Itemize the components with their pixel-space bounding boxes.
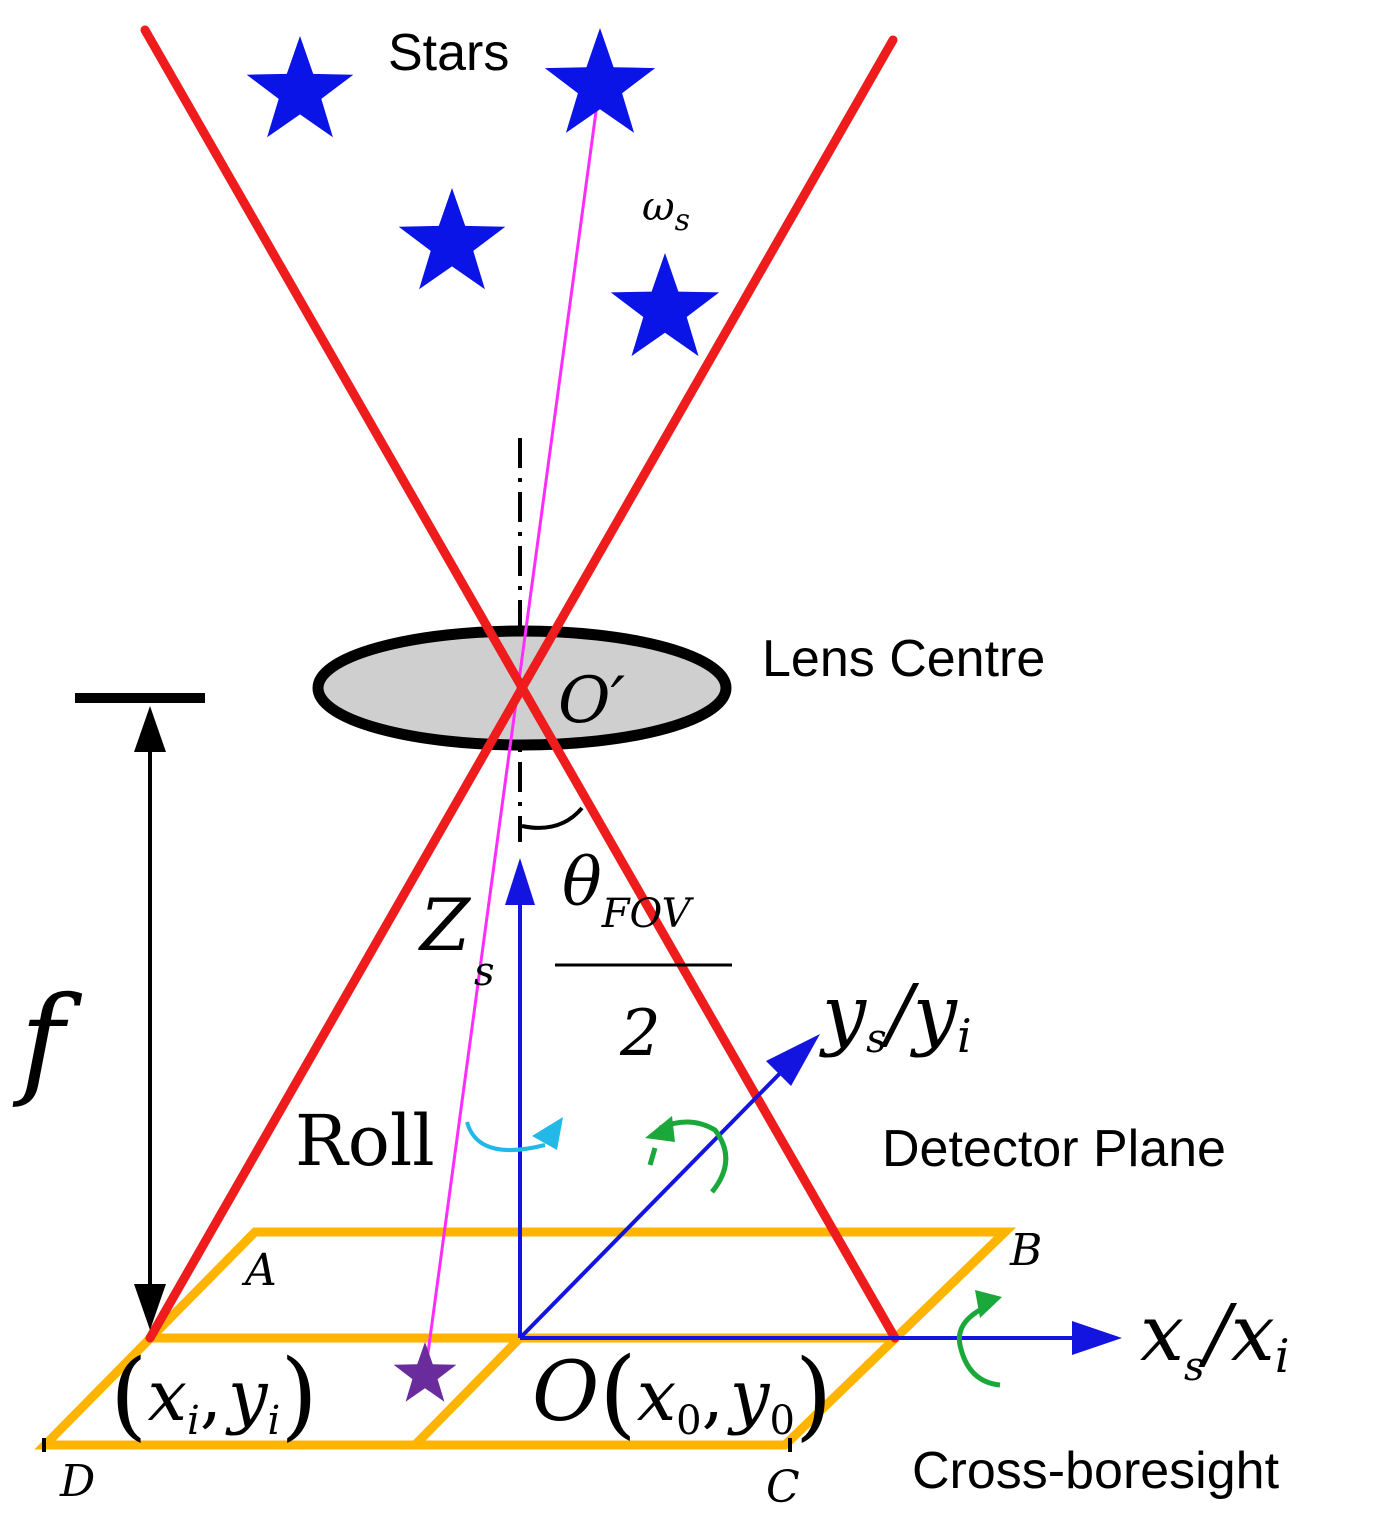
fov-boundary — [140, 25, 900, 1343]
y-rotation-arrow — [645, 1116, 729, 1194]
fov-half-angle-label: θFOV 2 — [555, 844, 732, 1071]
point-i-open-paren: ( — [110, 1339, 147, 1451]
stars-label: Stars — [388, 24, 509, 82]
point-i-close-paren: ) — [280, 1339, 317, 1451]
x-symbol: x — [1140, 1289, 1184, 1379]
point-i-label: (xi,yi) — [110, 1339, 318, 1451]
theta-numerator: θFOV — [562, 844, 695, 937]
origin-y: y — [727, 1355, 771, 1437]
y-slash: /y — [880, 969, 958, 1059]
z-subscript: s — [474, 949, 495, 995]
point-i-x: x — [147, 1355, 186, 1437]
coordinate-axes — [505, 858, 1122, 1355]
x-axis-arrowhead — [1072, 1321, 1122, 1355]
fov-angle-arc — [521, 806, 584, 830]
lens-point-label: O′ — [558, 664, 625, 738]
omega-label: ωs — [642, 184, 690, 238]
y-subscript-s: s — [866, 1016, 887, 1062]
corner-b-label: B — [1009, 1225, 1042, 1276]
origin-o: O — [532, 1345, 599, 1440]
y-axis — [518, 1056, 797, 1340]
theta-denominator: 2 — [619, 997, 661, 1071]
y-axis-label: ys/yi — [819, 969, 972, 1063]
theta-subscript: FOV — [601, 891, 695, 937]
y-symbol: y — [819, 969, 867, 1059]
point-i-y-subscript: i — [268, 1398, 281, 1444]
focal-length-dimension — [75, 693, 205, 1330]
point-i-comma: , — [200, 1355, 222, 1437]
x-rotation-arrow — [956, 1290, 1002, 1388]
corner-d-label: D — [59, 1456, 95, 1507]
star-group — [246, 28, 720, 1402]
origin-comma: , — [702, 1355, 724, 1437]
detector-mid-slant — [411, 1334, 524, 1449]
origin-label: O(x0,y0) — [532, 1337, 832, 1451]
origin-close-paren: ) — [795, 1339, 832, 1451]
detector-plane-label: Detector Plane — [882, 1120, 1226, 1178]
theta-symbol: θ — [562, 844, 602, 921]
y-subscript-i: i — [957, 1009, 972, 1063]
focal-arrowhead-bottom — [134, 1284, 166, 1330]
detector-outline — [34, 1227, 1017, 1450]
point-i-x-subscript: i — [187, 1398, 200, 1444]
omega-symbol: ω — [642, 184, 675, 230]
z-axis-arrowhead — [505, 858, 535, 905]
origin-y-subscript: 0 — [769, 1398, 794, 1444]
roll-rotation-arrow — [465, 1117, 563, 1153]
star-4 — [610, 253, 720, 357]
point-i-y: y — [225, 1355, 269, 1437]
star-3 — [398, 188, 506, 290]
x-axis-label: xs/xi — [1140, 1289, 1290, 1390]
cross-boresight-label: Cross-boresight — [912, 1442, 1280, 1500]
lens-centre-label: Lens Centre — [762, 630, 1045, 688]
focal-length-label: f — [12, 972, 83, 1111]
y-axis-arrowhead — [766, 1034, 820, 1086]
roll-label: Roll — [295, 1100, 435, 1182]
star-ray — [423, 81, 602, 1376]
fov-line-right — [145, 35, 898, 1343]
x-subscript-i: i — [1275, 1329, 1290, 1383]
origin-x-subscript: 0 — [676, 1398, 701, 1444]
origin-x: x — [637, 1355, 676, 1437]
projected-star — [393, 1342, 457, 1402]
z-axis-label: Zs — [418, 883, 495, 995]
x-subscript-s: s — [1184, 1344, 1205, 1390]
omega-subscript: s — [675, 203, 690, 238]
corner-c-label: C — [766, 1462, 800, 1513]
origin-open-paren: ( — [599, 1337, 636, 1449]
x-slash: /x — [1198, 1289, 1275, 1379]
star-2 — [544, 28, 656, 133]
z-symbol: Z — [418, 883, 472, 967]
star-1 — [246, 36, 354, 138]
corner-a-label: A — [241, 1245, 277, 1296]
focal-arrowhead-top — [134, 706, 166, 752]
